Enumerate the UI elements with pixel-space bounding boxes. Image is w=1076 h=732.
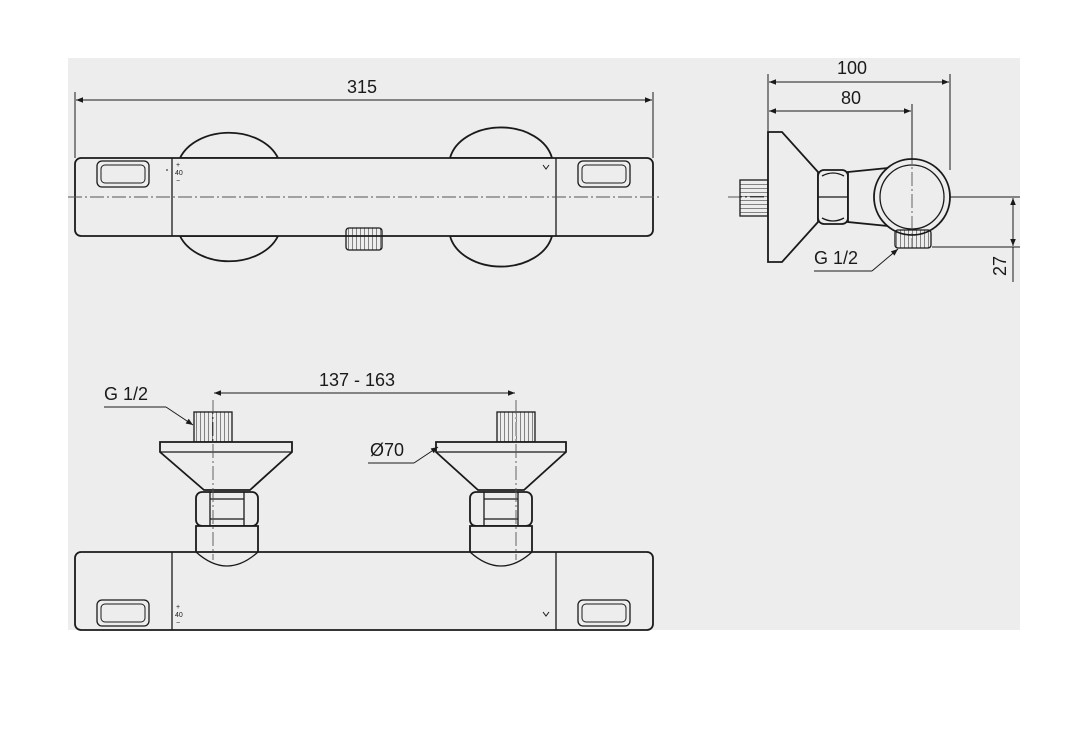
left-nut xyxy=(195,491,259,527)
right-chevron-icon xyxy=(542,164,550,170)
label-flange-diameter: Ø70 xyxy=(370,440,404,460)
label-thread-side: G 1/2 xyxy=(814,248,858,268)
dim-overall-length: 315 xyxy=(347,77,377,97)
top-right-handle-slot xyxy=(577,599,631,627)
outlet-thread xyxy=(345,227,383,251)
top-scale-forty: 40 xyxy=(175,612,183,619)
left-connector xyxy=(195,525,259,556)
left-handle-slot xyxy=(96,160,150,188)
right-wall-disc-top xyxy=(448,126,554,159)
scale-minus: − xyxy=(176,178,180,185)
right-nut xyxy=(469,491,533,527)
top-right-chevron-icon xyxy=(542,611,550,617)
top-scale-minus: − xyxy=(176,620,180,627)
scale-plus: + xyxy=(176,162,180,169)
top-scale-plus: + xyxy=(176,604,180,611)
right-connector xyxy=(469,525,533,556)
side-view: 100 80 27 G 1/2 xyxy=(728,58,1020,282)
left-wall-disc-bottom xyxy=(178,235,280,263)
top-view: + 40 − 137 - 163 G 1/2 Ø70 xyxy=(74,370,654,631)
side-outlet-thread xyxy=(894,229,932,249)
dim-inlet-spacing: 137 - 163 xyxy=(319,370,395,390)
dim-outlet-offset: 27 xyxy=(990,256,1010,276)
dim-depth-inner: 80 xyxy=(841,88,861,108)
top-left-handle-slot xyxy=(96,599,150,627)
left-wall-disc-top xyxy=(178,131,280,159)
right-wall-disc-bottom xyxy=(448,235,554,268)
top-mixer-body xyxy=(74,551,654,631)
dim-depth-outer: 100 xyxy=(837,58,867,78)
scale-forty: 40 xyxy=(175,170,183,177)
front-view: + 40 − 315 xyxy=(68,77,660,268)
right-handle-slot xyxy=(577,160,631,188)
label-thread-bottom: G 1/2 xyxy=(104,384,148,404)
side-inlet-thread xyxy=(739,179,769,217)
side-wall-flange xyxy=(767,131,819,263)
